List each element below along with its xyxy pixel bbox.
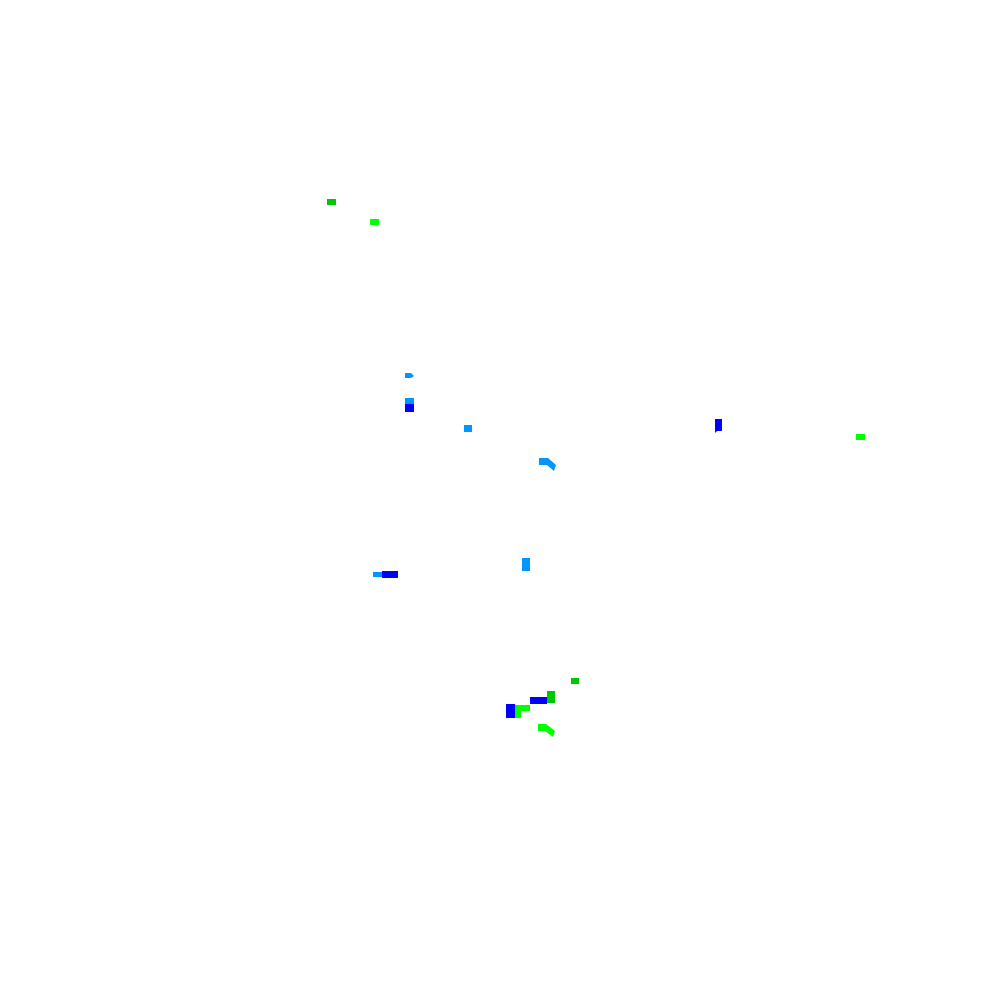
sky-blue-fragment-5 [522,558,530,571]
blue-fragment-3 [382,571,398,578]
green-fragment-5 [547,691,555,703]
blue-fragment-4 [530,697,547,704]
sky-blue-fragment-3 [464,425,472,432]
green-fragment-1 [327,199,336,205]
green-fragment-3 [856,434,865,440]
sky-blue-fragment-1 [405,373,414,378]
sky-blue-fragment-2 [405,398,414,404]
green-fragment-4 [571,678,579,684]
green-fragment-2 [370,219,379,225]
green-fragment-7 [538,724,555,737]
sky-blue-fragment-6 [373,572,382,577]
blue-fragment-1 [405,404,414,412]
blue-fragment-2 [715,419,722,433]
sky-blue-fragment-4 [539,458,556,471]
blue-fragment-5 [506,704,515,718]
green-fragment-6 [514,705,530,718]
